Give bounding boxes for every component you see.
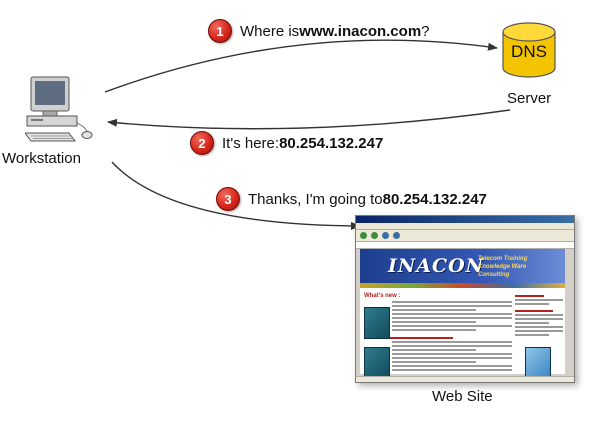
browser-menubar bbox=[356, 223, 574, 230]
website-tagline: Telecom Training Knowledge Ware Consulti… bbox=[478, 256, 528, 278]
step-number-badge: 1 bbox=[208, 19, 232, 43]
step-3-connect: 3 Thanks, I'm going to 80.254.132.247 bbox=[216, 187, 487, 211]
step-text: Thanks, I'm going to bbox=[248, 190, 383, 208]
back-icon bbox=[360, 232, 367, 239]
dns-badge-text: DNS bbox=[511, 42, 547, 61]
website-headline: What's new : bbox=[364, 293, 401, 299]
step-bold-text: 80.254.132.247 bbox=[382, 190, 487, 208]
website-logo: INACON bbox=[388, 255, 485, 277]
book-cover-icon bbox=[364, 347, 390, 379]
step-text: Where is bbox=[240, 22, 300, 40]
website-page: INACON Telecom Training Knowledge Ware C… bbox=[360, 249, 565, 379]
website-label: Web Site bbox=[432, 388, 493, 405]
step-number-badge: 3 bbox=[216, 187, 240, 211]
forward-icon bbox=[371, 232, 378, 239]
website-nav-strip bbox=[360, 283, 565, 288]
database-cylinder-icon: DNS bbox=[500, 22, 558, 80]
step-suffix: ? bbox=[421, 22, 430, 40]
website-screenshot: INACON Telecom Training Knowledge Ware C… bbox=[355, 215, 575, 383]
home-icon bbox=[393, 232, 400, 239]
refresh-icon bbox=[382, 232, 389, 239]
workstation-computer-icon bbox=[24, 75, 105, 145]
website-news-column: What's new : bbox=[364, 293, 512, 373]
browser-titlebar bbox=[356, 216, 574, 223]
arrow-reply-to-workstation bbox=[107, 109, 511, 130]
book-cover-icon bbox=[525, 347, 551, 379]
website-banner: INACON Telecom Training Knowledge Ware C… bbox=[360, 249, 565, 283]
book-cover-icon bbox=[364, 307, 390, 339]
arrow-to-website bbox=[111, 161, 361, 230]
workstation-label: Workstation bbox=[2, 150, 81, 167]
server-label: Server bbox=[507, 90, 552, 107]
browser-toolbar bbox=[356, 230, 574, 242]
browser-statusbar bbox=[356, 376, 574, 382]
arrow-query-to-dns bbox=[104, 39, 498, 93]
browser-address-bar bbox=[356, 242, 574, 249]
step-bold-text: 80.254.132.247 bbox=[279, 134, 384, 152]
step-number-badge: 2 bbox=[190, 131, 214, 155]
step-1-query: 1 Where is www.inacon.com? bbox=[208, 19, 430, 43]
step-text: It's here: bbox=[222, 134, 280, 152]
website-sidebar bbox=[515, 293, 563, 338]
step-bold-text: www.inacon.com bbox=[299, 22, 422, 40]
step-2-reply: 2 It's here: 80.254.132.247 bbox=[190, 131, 383, 155]
